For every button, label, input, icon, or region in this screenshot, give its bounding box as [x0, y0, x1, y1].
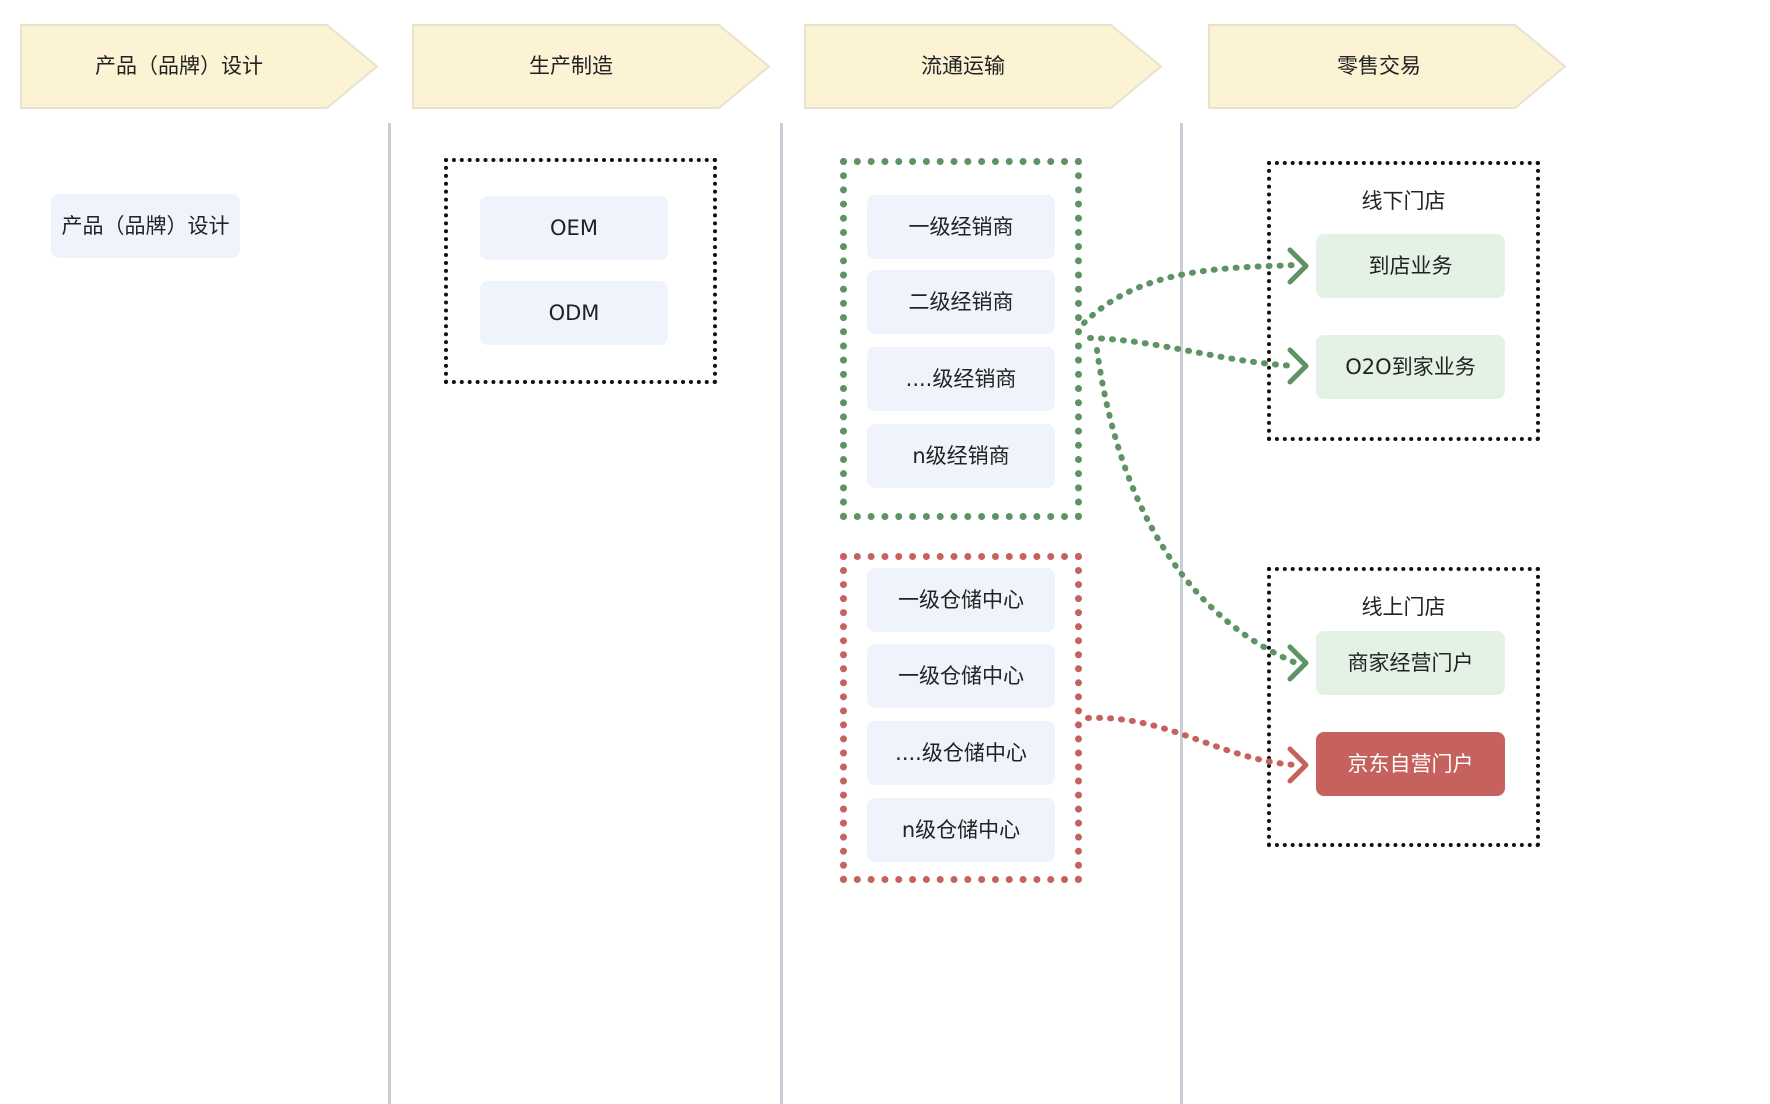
odm-node[interactable]: ODM — [480, 281, 668, 345]
dealer-group — [840, 158, 1082, 520]
column-divider — [780, 123, 783, 1104]
chevron-shape — [1208, 24, 1567, 109]
oem-node[interactable]: OEM — [480, 196, 668, 260]
chevron-shape — [412, 24, 771, 109]
stage-header-distribution: 流通运输 — [804, 24, 1163, 109]
in-store-node[interactable]: 到店业务 — [1316, 234, 1505, 298]
warehouse-node[interactable]: 一级仓储中心 — [867, 644, 1055, 708]
design-node[interactable]: 产品（品牌）设计 — [51, 194, 240, 258]
online-store-title: 线上门店 — [1361, 595, 1446, 619]
connector-to-in-store — [1081, 262, 1299, 326]
warehouse-node[interactable]: n级仓储中心 — [867, 798, 1055, 862]
connector-to-o2o — [1087, 335, 1299, 369]
connector-to-jd-self-portal — [1085, 714, 1299, 768]
jd-self-portal-node[interactable]: 京东自营门户 — [1316, 732, 1505, 796]
stage-header-retail: 零售交易 — [1208, 24, 1567, 109]
stage-label: 产品（品牌）设计 — [95, 54, 263, 78]
column-divider — [1180, 123, 1183, 1104]
stage-label: 流通运输 — [921, 54, 1005, 78]
manufacturing-group — [444, 158, 717, 384]
online-store-group: 线上门店 — [1267, 567, 1540, 847]
stage-header-manufacturing: 生产制造 — [412, 24, 771, 109]
stage-label: 生产制造 — [529, 54, 613, 78]
dealer-node[interactable]: 二级经销商 — [867, 270, 1055, 334]
dealer-node[interactable]: n级经销商 — [867, 424, 1055, 488]
column-divider — [388, 123, 391, 1104]
stage-label: 零售交易 — [1337, 54, 1421, 78]
dealer-node[interactable]: ....级经销商 — [867, 347, 1055, 411]
chevron-shape — [804, 24, 1163, 109]
dealer-node[interactable]: 一级经销商 — [867, 195, 1055, 259]
chevron-shape — [20, 24, 379, 109]
warehouse-node[interactable]: ....级仓储中心 — [867, 721, 1055, 785]
merchant-portal-node[interactable]: 商家经营门户 — [1316, 631, 1505, 695]
o2o-node[interactable]: O2O到家业务 — [1316, 335, 1505, 399]
warehouse-node[interactable]: 一级仓储中心 — [867, 568, 1055, 632]
offline-store-group: 线下门店 — [1267, 161, 1540, 441]
offline-store-title: 线下门店 — [1361, 189, 1446, 213]
stage-header-design: 产品（品牌）设计 — [20, 24, 379, 109]
warehouse-group — [840, 553, 1082, 883]
